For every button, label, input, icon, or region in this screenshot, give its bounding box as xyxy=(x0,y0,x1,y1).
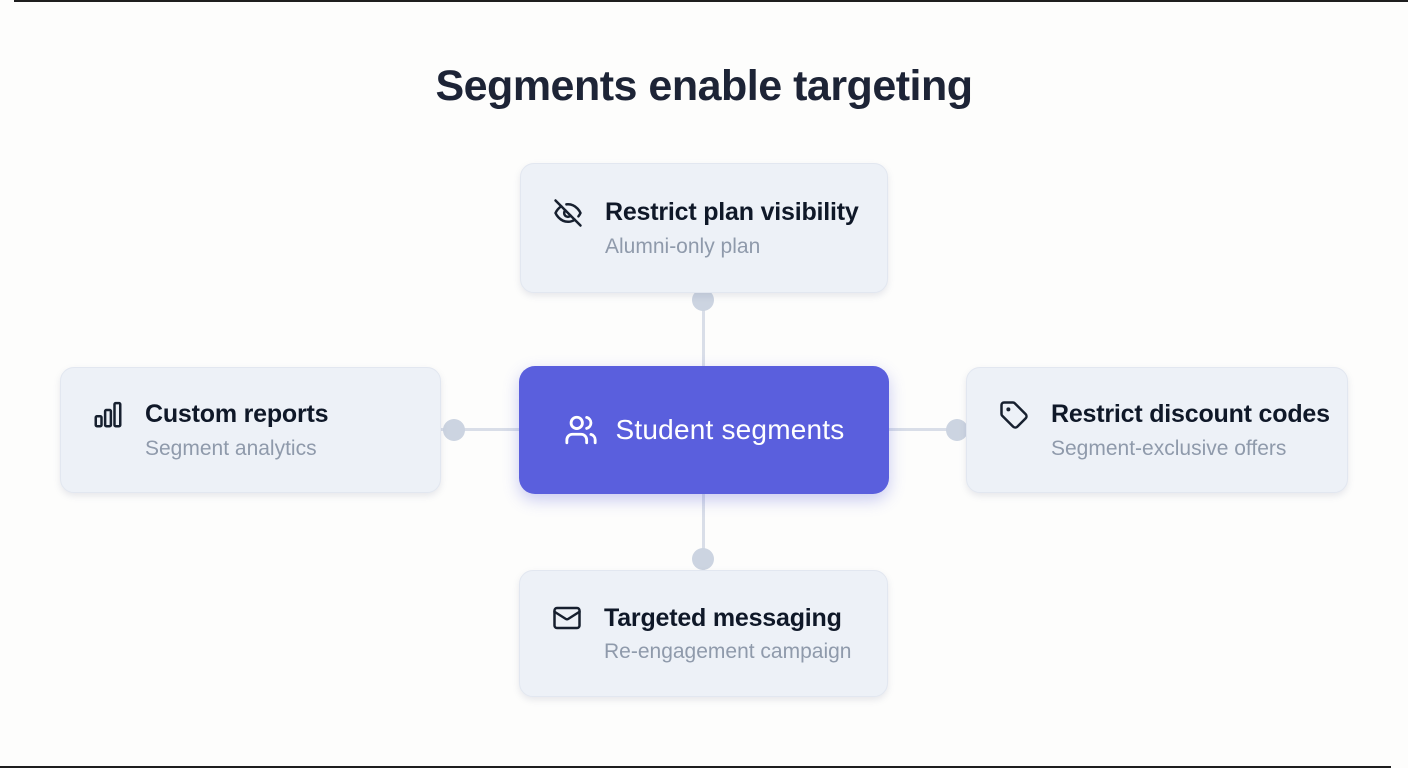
connector-line-bottom xyxy=(702,492,705,570)
connector-line-left xyxy=(440,428,520,431)
connector-line-top xyxy=(702,292,705,368)
tag-icon xyxy=(999,400,1029,430)
top-edge-artifact xyxy=(14,0,1408,2)
card-subtitle: Re-engagement campaign xyxy=(604,640,852,663)
page-title: Segments enable targeting xyxy=(435,62,973,110)
node-card-restrict-discount-codes: Restrict discount codes Segment-exclusiv… xyxy=(966,367,1348,493)
center-node-student-segments: Student segments xyxy=(519,366,889,494)
card-title: Targeted messaging xyxy=(604,603,842,632)
center-node-label: Student segments xyxy=(615,414,845,445)
eye-off-icon xyxy=(553,198,583,228)
connector-line-right xyxy=(888,428,967,431)
connector-dot-right xyxy=(946,419,968,441)
node-card-custom-reports: Custom reports Segment analytics xyxy=(60,367,441,493)
connector-dot-left xyxy=(443,419,465,441)
connector-dot-top xyxy=(692,289,714,311)
connector-dot-bottom xyxy=(692,548,714,570)
node-card-restrict-plan-visibility: Restrict plan visibility Alumni-only pla… xyxy=(520,163,888,293)
users-icon xyxy=(564,413,598,447)
bottom-edge-artifact xyxy=(0,766,1391,768)
card-subtitle: Alumni-only plan xyxy=(605,234,761,258)
bar-chart-icon xyxy=(93,400,123,430)
card-subtitle: Segment-exclusive offers xyxy=(1051,436,1287,460)
card-title: Restrict plan visibility xyxy=(605,198,859,227)
mail-icon xyxy=(552,603,582,633)
card-title: Restrict discount codes xyxy=(1051,400,1330,429)
card-title: Custom reports xyxy=(145,400,329,429)
node-card-targeted-messaging: Targeted messaging Re-engagement campaig… xyxy=(519,570,888,697)
card-subtitle: Segment analytics xyxy=(145,436,317,460)
